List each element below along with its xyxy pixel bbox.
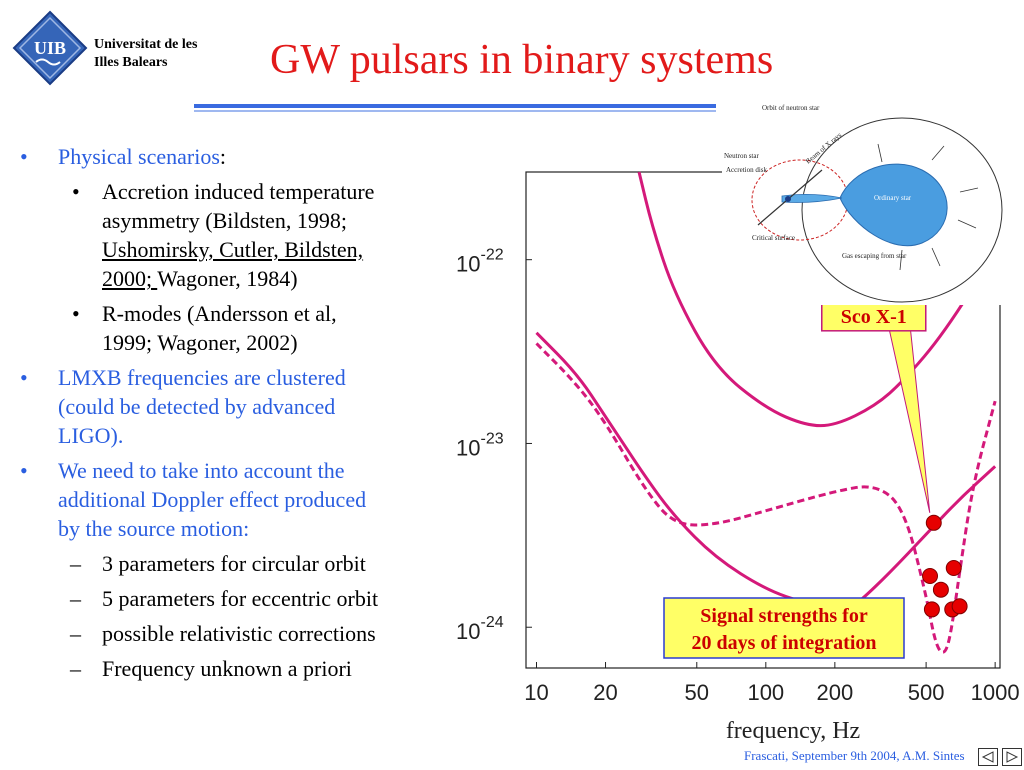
source-point [923,601,940,618]
diagram-label: Gas escaping from star [842,252,907,260]
sco-x1-callout-pointer [887,322,931,513]
dash-item-relativistic: –possible relativistic corrections [18,619,468,648]
sub-bullet-citation: 2000; [102,266,158,291]
x-tick-label: 100 [747,680,784,705]
sensitivity-chart: 10 20 50 100 200 500 1000 frequency, Hz 10-22 10-… [456,171,1020,744]
university-name: Universitat de les Illes Balears [94,36,197,72]
bullet-dot-icon: • [20,458,28,483]
diagram-label: Neutron star [724,152,759,160]
neutron-star-icon [785,196,791,202]
dash-item-eccentric: –5 parameters for eccentric orbit [18,584,468,613]
sub-bullet-line: Wagoner, 1984) [157,266,298,291]
dash-item-circular: –3 parameters for circular orbit [18,549,468,578]
bullet-line: We need to take into account the [58,458,345,483]
sub-bullet-line: asymmetry (Bildsten, 1998; [102,208,348,233]
footer-text: Frascati, September 9th 2004, A.M. Sinte… [744,748,965,763]
university-logo: UIB Universitat de les Illes Balears [10,8,210,88]
y-tick-exponent: -24 [480,614,503,631]
nav-prev-button[interactable] [978,748,998,766]
integration-callout-line: Signal strengths for [700,605,868,627]
sub-bullet-line: Accretion induced temperature [102,179,375,204]
bullet-doppler: • We need to take into account the addit… [18,456,468,543]
accretion-disk-icon [781,194,843,203]
university-line2: Illes Balears [94,55,168,70]
slide-title: GW pulsars in binary systems [270,37,774,83]
bullet-dot-icon: • [20,365,28,390]
university-line1: Universitat de les [94,37,198,52]
source-point [945,560,962,577]
bullet-text: Physical scenarios [58,144,220,169]
uib-logo-icon: UIB [12,10,88,86]
dash-item-frequency: –Frequency unknown a priori [18,654,468,683]
bullet-dot-icon: • [20,144,28,169]
dash-icon: – [70,656,81,681]
dash-icon: – [70,586,81,611]
integration-callout-line: 20 days of integration [692,632,877,654]
sub-bullet-accretion: • Accretion induced temperature asymmetr… [18,177,468,293]
integration-callout-box [663,597,905,659]
sco-x1-callout-box [821,300,927,332]
bullet-colon: : [219,144,227,169]
sub-bullet-citation: Ushomirsky, Cutler, Bildsten, [102,237,364,262]
bullet-line: additional Doppler effect produced [58,487,367,512]
sub-bullet-r-modes: • R-modes (Andersson et al, 1999; Wagone… [18,299,468,357]
y-tick-label: 10-23 [456,430,504,460]
bullet-dot-icon: • [72,179,80,204]
bullet-lmxb: • LMXB frequencies are clustered (could … [18,363,468,450]
y-tick-label: 10-22 [456,247,504,277]
x-tick-label: 500 [908,680,945,705]
source-point [932,581,949,598]
dash-text: 3 parameters for circular orbit [102,551,366,576]
source-point [951,598,968,615]
source-point [922,568,939,585]
diagram-label: Critical surface [752,234,795,242]
dash-icon: – [70,621,81,646]
dash-text: 5 parameters for eccentric orbit [102,586,379,611]
bullet-line: LMXB frequencies are clustered [58,365,346,390]
binary-system-diagram: Orbit of neutron star Neutron star Accre… [722,100,1012,305]
bullet-physical-scenarios: • Physical scenarios: [18,142,468,171]
bullet-line: (could be detected by advanced [58,394,336,419]
bullet-line: LIGO). [58,423,124,448]
y-tick-label: 10-24 [456,614,504,644]
sensitivity-curve-2 [535,331,997,615]
diagram-label: Accretion disk [726,166,768,174]
title-rule [194,104,716,108]
x-tick-label: 1000 [971,680,1020,705]
dash-text: Frequency unknown a priori [102,656,352,681]
source-point [925,514,942,531]
y-tick-exponent: -22 [480,247,503,264]
x-axis-label: frequency, Hz [726,718,860,744]
prev-arrow-icon [981,751,994,763]
x-tick-label: 50 [685,680,709,705]
title-rule-light [194,110,716,112]
diagram-label: Ordinary star [874,194,912,202]
nav-next-button[interactable] [1002,748,1022,766]
dash-text: possible relativistic corrections [102,621,376,646]
sensitivity-curve-3 [535,342,997,654]
x-tick-label: 20 [593,680,617,705]
bullet-list: • Physical scenarios: • Accretion induce… [18,142,468,683]
bullet-line: by the source motion: [58,516,250,541]
sco-x1-label: Sco X-1 [841,306,907,328]
x-tick-label: 200 [816,680,853,705]
next-arrow-icon [1006,751,1019,763]
sub-bullet-line: R-modes (Andersson et al, [102,301,337,326]
logo-text: UIB [34,38,66,58]
y-tick-exponent: -23 [480,430,503,447]
ordinary-star-icon [839,163,948,247]
diagram-label: Orbit of neutron star [762,104,820,112]
dash-icon: – [70,551,81,576]
bullet-dot-icon: • [72,301,80,326]
x-tick-label: 10 [524,680,548,705]
sub-bullet-line: 1999; Wagoner, 2002) [102,330,298,355]
